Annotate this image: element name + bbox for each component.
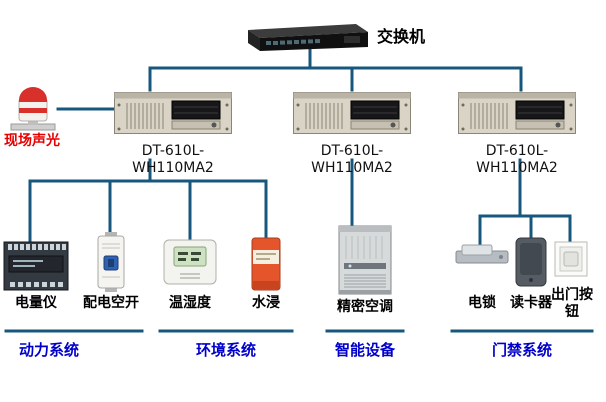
precision-ac-icon (338, 225, 392, 295)
card-reader-label: 读卡器 (510, 295, 552, 311)
group-label-smart-equipment: 智能设备 (334, 341, 395, 359)
temp-humidity-icon (163, 239, 217, 285)
siren-label: 现场声光 (4, 133, 60, 149)
siren-icon (10, 87, 56, 131)
water-leak-icon (251, 237, 281, 291)
card-reader-icon (515, 237, 547, 287)
electric-lock-label: 电锁 (468, 295, 496, 311)
switch-icon (248, 24, 368, 51)
precision-ac-label: 精密空调 (337, 299, 393, 315)
electric-lock-icon (455, 244, 509, 264)
server-label-3: DT-610L-WH110MA2 (476, 143, 558, 176)
server-label-2: DT-610L-WH110MA2 (311, 143, 393, 176)
server-icon-2 (293, 92, 411, 134)
power-meter-label: 电量仪 (15, 295, 57, 311)
server-icon-3 (458, 92, 576, 134)
breaker-label: 配电空开 (83, 295, 139, 311)
exit-button-label: 出门按钮 (551, 287, 593, 320)
group-label-environment-system: 环境系统 (195, 341, 256, 359)
group-label-power-system: 动力系统 (18, 341, 79, 359)
group-label-access-control-system: 门禁系统 (491, 341, 552, 359)
temp-humidity-label: 温湿度 (169, 295, 211, 311)
power-meter-icon (3, 241, 69, 291)
switch-label: 交换机 (377, 27, 426, 46)
exit-button-icon (554, 241, 588, 277)
server-icon-1 (114, 92, 232, 134)
server-label-1: DT-610L-WH110MA2 (132, 143, 214, 176)
breaker-icon (97, 232, 125, 292)
water-leak-label: 水浸 (252, 295, 280, 311)
